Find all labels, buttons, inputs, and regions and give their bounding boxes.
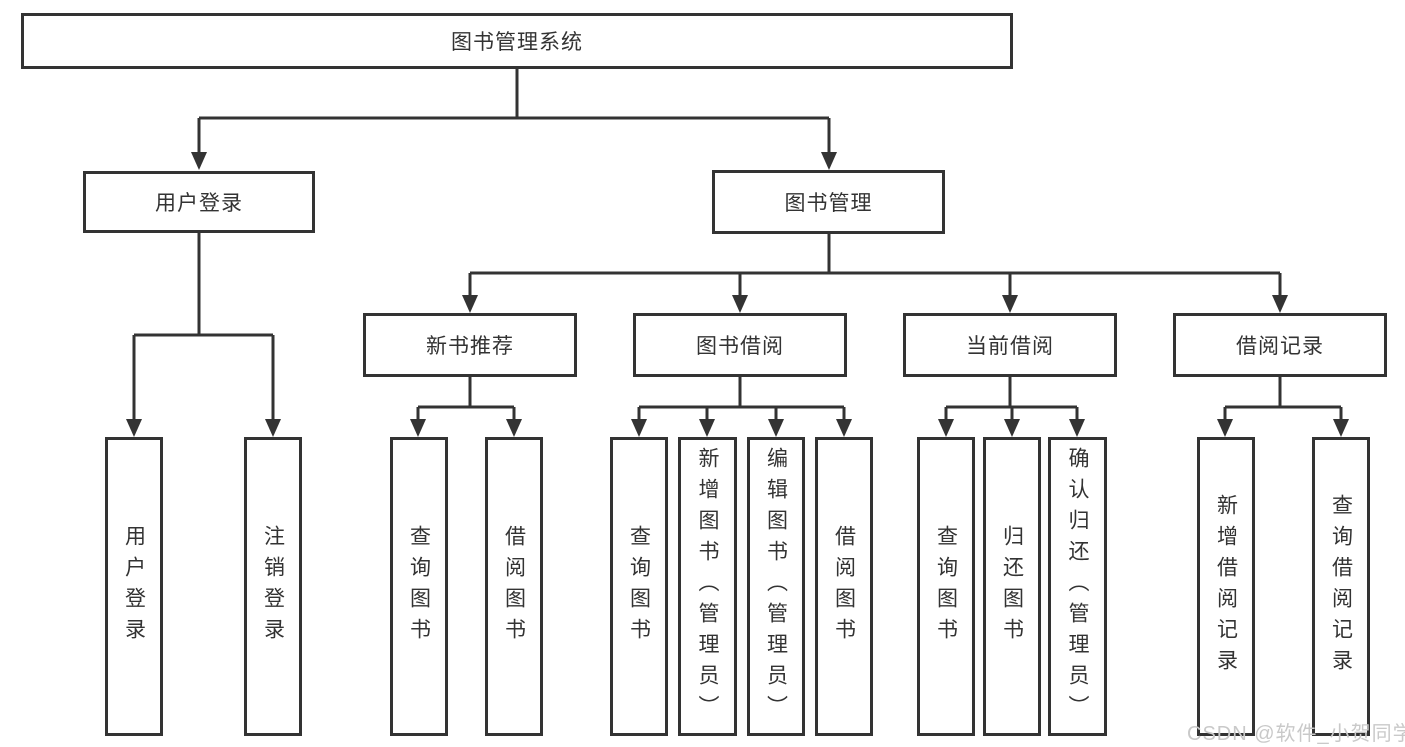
node-confirm-return-admin: 确认归还（管理员）	[1048, 437, 1107, 736]
node-label: 查询图书	[627, 524, 651, 649]
node-edit-book-admin: 编辑图书（管理员）	[747, 437, 805, 736]
node-label: 借阅图书	[832, 524, 856, 649]
node-label: 注销登录	[261, 524, 285, 649]
node-query-books-recommend: 查询图书	[390, 437, 448, 736]
node-label: 借阅图书	[502, 524, 526, 649]
node-label: 编辑图书（管理员）	[764, 447, 788, 726]
node-current-borrow: 当前借阅	[903, 313, 1117, 377]
node-label: 确认归还（管理员）	[1066, 447, 1089, 726]
node-book-management: 图书管理	[712, 170, 945, 234]
node-borrow-records: 借阅记录	[1173, 313, 1387, 377]
node-logout-leaf: 注销登录	[244, 437, 302, 736]
node-library-system: 图书管理系统	[21, 13, 1013, 69]
node-label: 查询借阅记录	[1329, 493, 1353, 680]
node-label: 查询图书	[407, 524, 431, 649]
arrowheads	[126, 152, 1349, 437]
node-user-login-leaf: 用户登录	[105, 437, 163, 736]
node-label: 新增借阅记录	[1214, 493, 1238, 680]
node-user-login: 用户登录	[83, 171, 315, 233]
watermark: CSDN @软件_小贺同学	[1187, 723, 1405, 745]
node-label: 新增图书（管理员）	[696, 447, 719, 726]
node-add-borrow-record: 新增借阅记录	[1197, 437, 1255, 736]
node-return-book: 归还图书	[983, 437, 1041, 736]
node-book-borrow: 图书借阅	[633, 313, 847, 377]
node-add-book-admin: 新增图书（管理员）	[678, 437, 737, 736]
node-query-borrow-record: 查询借阅记录	[1312, 437, 1370, 736]
node-label: 归还图书	[1000, 524, 1024, 649]
node-label: 用户登录	[122, 524, 146, 649]
node-new-book-recommend: 新书推荐	[363, 313, 577, 377]
node-borrow-books-leaf: 借阅图书	[815, 437, 873, 736]
node-query-books-current: 查询图书	[917, 437, 975, 736]
node-label: 查询图书	[934, 524, 958, 649]
node-query-books-borrow: 查询图书	[610, 437, 668, 736]
node-borrow-books-recommend: 借阅图书	[485, 437, 543, 736]
